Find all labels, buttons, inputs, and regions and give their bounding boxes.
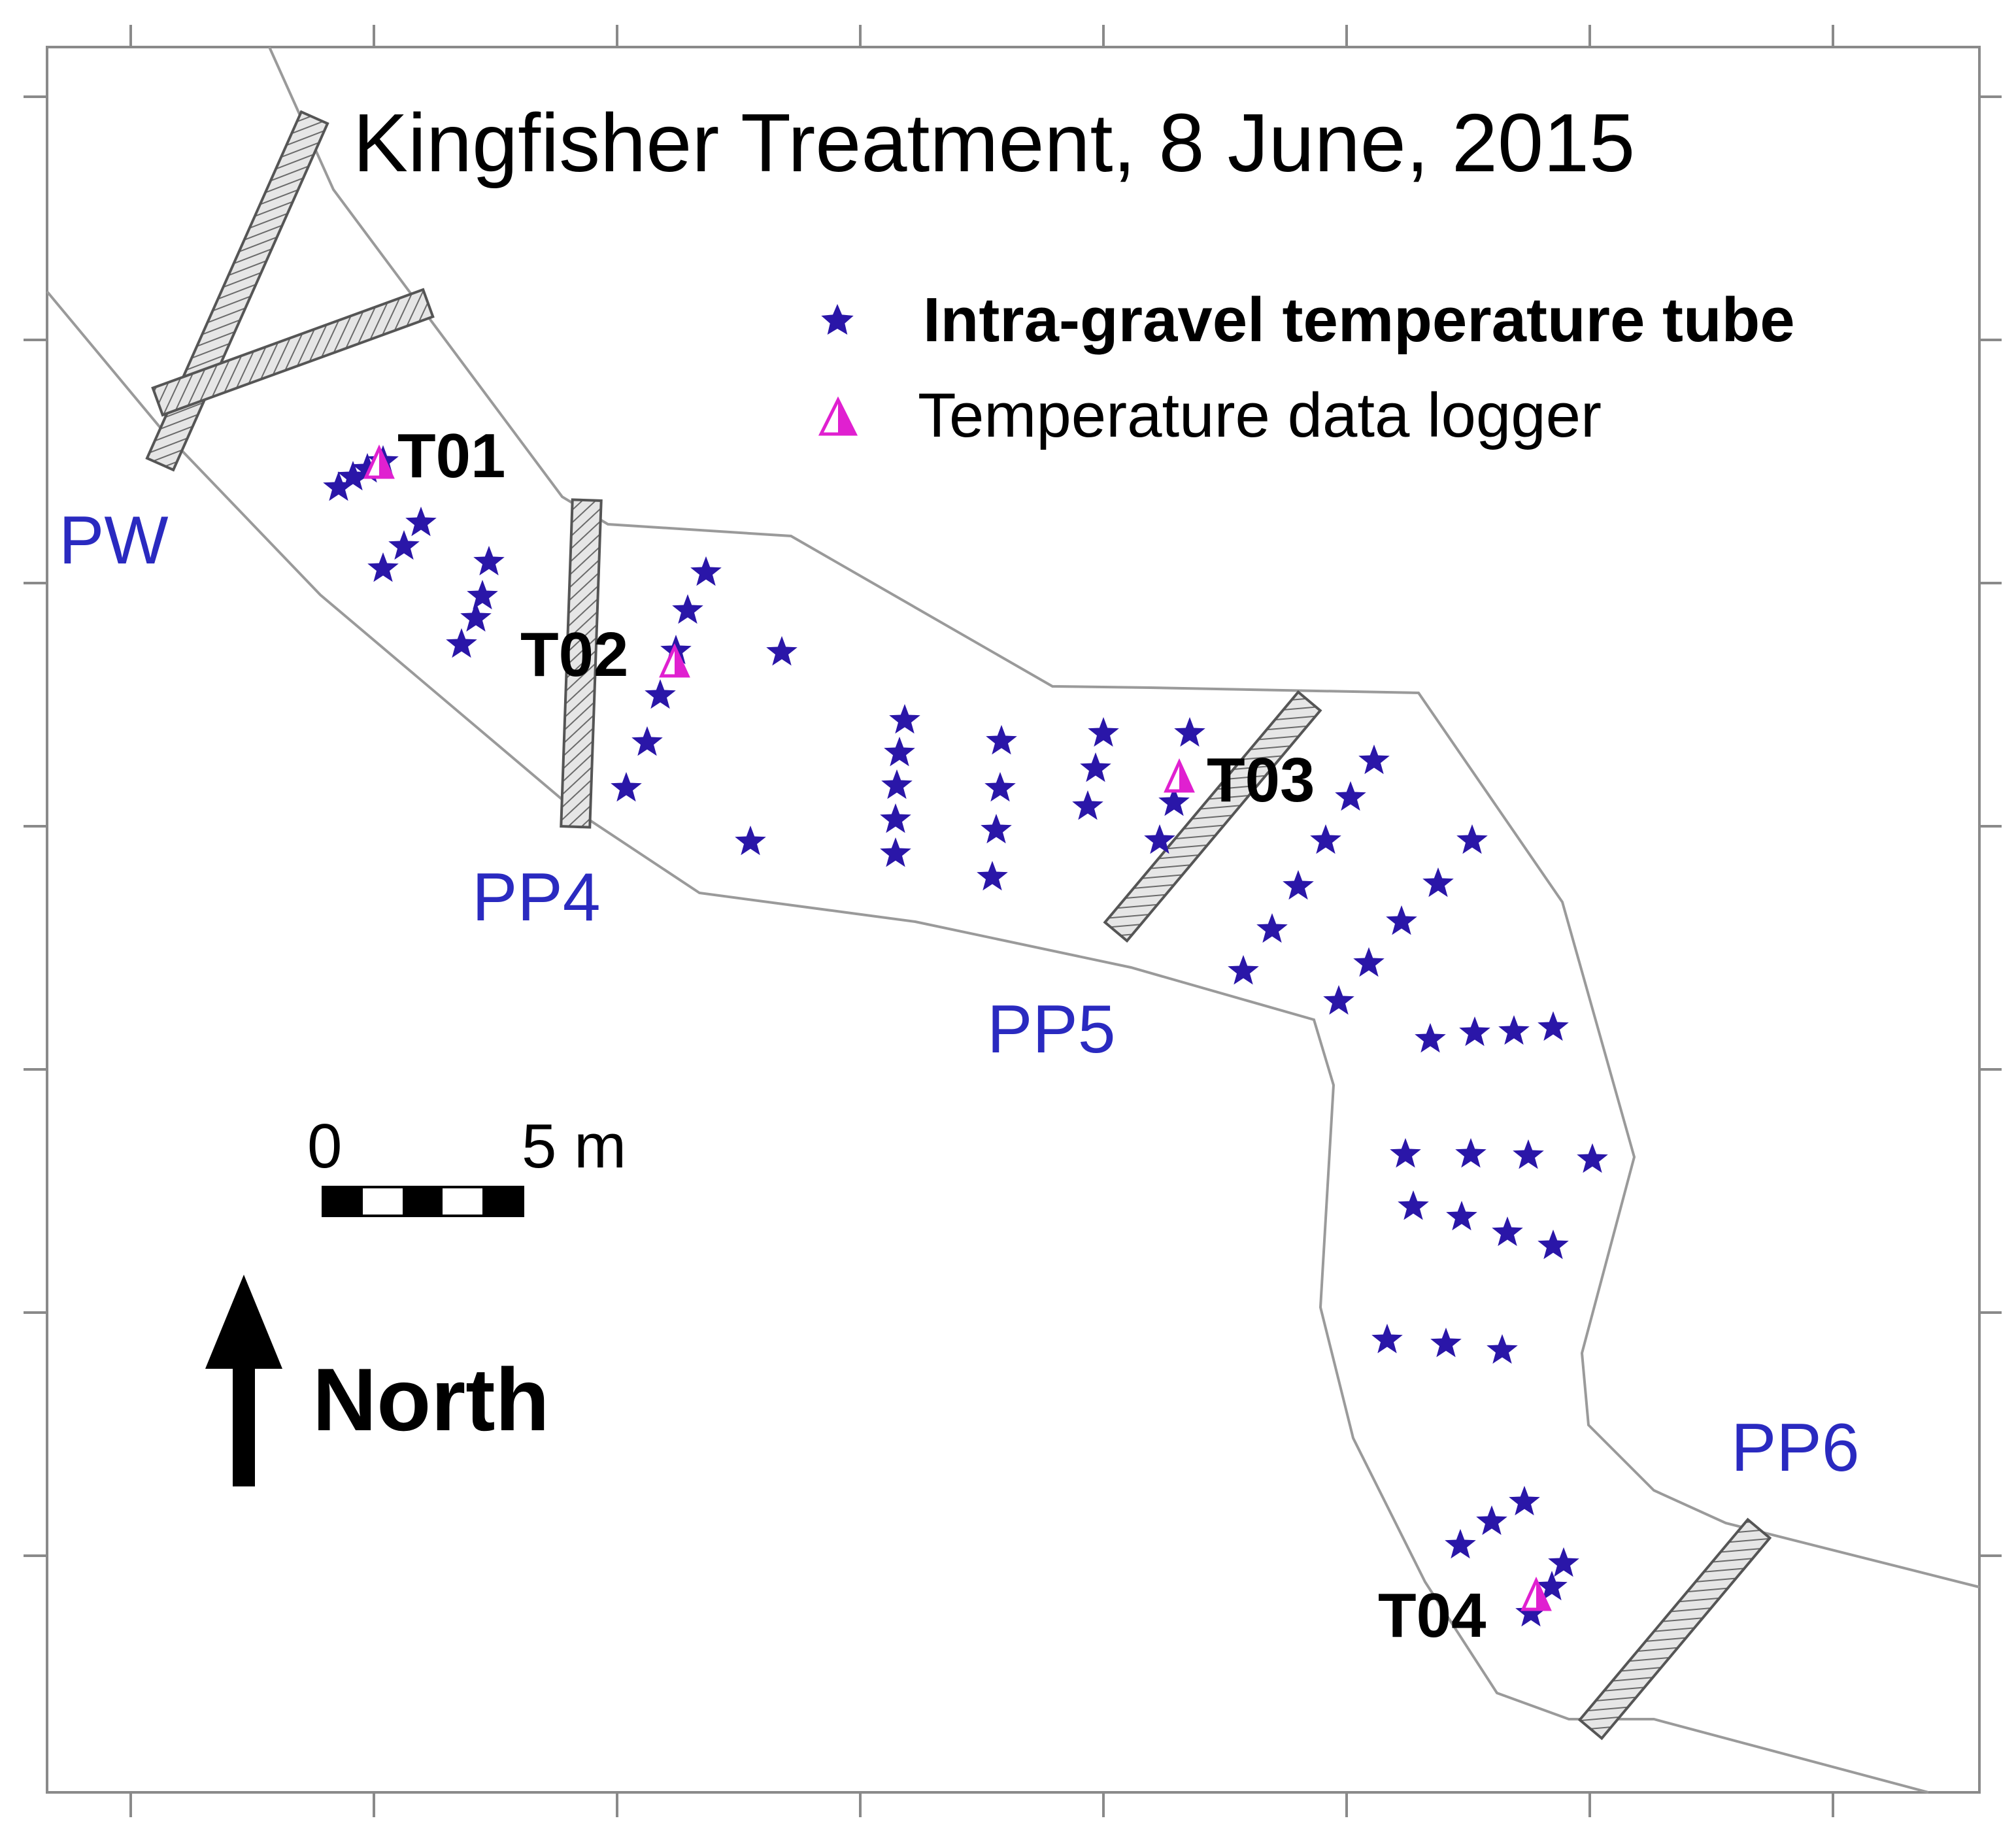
logger-t02-triangle-fill	[675, 647, 688, 676]
temperature-tube-star-icon	[473, 546, 505, 576]
temperature-tube-star-icon	[881, 769, 913, 799]
pool-label-pp4: PP4	[472, 860, 601, 935]
temperature-tube-star-icon	[884, 737, 915, 767]
cross-section-pp5	[1103, 690, 1322, 943]
cross-section-pp6	[1577, 1517, 1772, 1741]
cross-section-pw	[151, 288, 435, 417]
temperature-tubes	[323, 445, 1608, 1627]
temperature-tube-star-icon	[1358, 745, 1390, 775]
temperature-tube-star-icon	[1509, 1486, 1540, 1516]
cross-section-pp4	[560, 498, 603, 829]
temperature-tube-star-icon	[1158, 786, 1190, 816]
north-arrow-icon	[205, 1275, 282, 1486]
temperature-tube-star-icon	[1080, 752, 1111, 782]
temperature-tube-star-icon	[766, 636, 798, 666]
temperature-tube-star-icon	[1548, 1547, 1579, 1577]
temperature-tube-star-icon	[1323, 985, 1354, 1015]
temperature-tube-star-icon	[1455, 1138, 1487, 1168]
temperature-tube-star-icon	[1459, 1016, 1490, 1047]
temperature-tube-star-icon	[1144, 824, 1175, 854]
channel-south-bank	[46, 290, 1929, 1794]
legend: Intra-gravel temperature tube Temperatur…	[818, 285, 1795, 450]
temperature-tube-star-icon	[1174, 717, 1205, 747]
logger-label-t02: T02	[520, 620, 628, 690]
temperature-tube-star-icon	[1476, 1505, 1507, 1535]
logger-label-t03: T03	[1207, 745, 1315, 815]
north-label: North	[312, 1350, 550, 1449]
temperature-tube-star-icon	[1386, 905, 1417, 935]
logger-t03-triangle-fill	[1179, 762, 1192, 791]
temperature-tube-star-icon	[672, 594, 703, 624]
temperature-tube-star-icon	[1537, 1011, 1569, 1041]
scale-end-label: 5 m	[522, 1111, 626, 1181]
frame-ticks	[24, 25, 2002, 1817]
temperature-tube-star-icon	[446, 628, 477, 658]
scale-bar: 0 5 m	[307, 1111, 626, 1217]
pool-label-pp6: PP6	[1731, 1410, 1860, 1486]
temperature-tube-star-icon	[1513, 1139, 1544, 1169]
temperature-tube-star-icon	[467, 580, 498, 610]
temperature-tube-star-icon	[645, 679, 676, 709]
scale-start-label: 0	[307, 1111, 342, 1181]
temperature-tube-star-icon	[367, 552, 399, 582]
temperature-tube-star-icon	[405, 507, 437, 537]
temperature-tube-star-icon	[1456, 824, 1488, 854]
temperature-tube-star-icon	[1415, 1023, 1446, 1053]
cross-section-pw-diagonal	[145, 110, 329, 472]
map-frame	[46, 46, 1981, 1794]
temperature-tube-star-icon	[1492, 1216, 1523, 1247]
legend-star-icon	[821, 304, 854, 335]
temperature-tube-star-icon	[1398, 1190, 1429, 1220]
legend-tube-label: Intra-gravel temperature tube	[923, 285, 1795, 355]
pool-label-pw: PW	[59, 503, 169, 578]
temperature-tube-star-icon	[690, 556, 722, 586]
temperature-tube-star-icon	[1536, 1571, 1568, 1601]
temperature-tube-star-icon	[1256, 913, 1288, 943]
temperature-tube-star-icon	[337, 461, 369, 491]
temperature-tube-star-icon	[323, 471, 354, 501]
temperature-tube-star-icon	[1487, 1334, 1518, 1364]
temperature-tube-star-icon	[1430, 1328, 1462, 1358]
temperature-tube-star-icon	[611, 772, 642, 802]
temperature-tube-star-icon	[1335, 781, 1366, 811]
logger-t01-triangle-fill	[379, 448, 392, 477]
temperature-tube-star-icon	[1498, 1015, 1530, 1045]
temperature-tube-star-icon	[1446, 1201, 1477, 1231]
logger-label-t04: T04	[1378, 1581, 1486, 1651]
temperature-tube-star-icon	[1310, 824, 1341, 854]
legend-logger-label: Temperature data logger	[918, 380, 1602, 450]
temperature-tube-star-icon	[1353, 947, 1385, 977]
temperature-tube-star-icon	[889, 704, 920, 734]
temperature-tube-star-icon	[631, 726, 663, 756]
temperature-tube-star-icon	[1371, 1324, 1403, 1354]
temperature-tube-star-icon	[986, 725, 1017, 755]
temperature-tube-star-icon	[460, 602, 492, 632]
temperature-tube-star-icon	[880, 837, 911, 867]
temperature-tube-star-icon	[1072, 790, 1103, 820]
temperature-tube-star-icon	[1445, 1529, 1476, 1559]
temperature-tube-star-icon	[984, 772, 1016, 802]
legend-triangle-fill	[838, 400, 855, 434]
cross-sections	[145, 110, 1772, 1741]
pool-label-pp5: PP5	[987, 992, 1116, 1067]
temperature-tube-star-icon	[1422, 867, 1454, 897]
temperature-tube-star-icon	[1515, 1597, 1547, 1627]
map-title: Kingfisher Treatment, 8 June, 2015	[353, 97, 1635, 189]
temperature-tube-star-icon	[1537, 1230, 1569, 1260]
logger-t04-triangle-fill	[1536, 1581, 1549, 1609]
logger-label-t01: T01	[397, 421, 505, 491]
temperature-tube-star-icon	[1088, 717, 1119, 747]
temperature-tube-star-icon	[981, 814, 1012, 844]
temperature-tube-star-icon	[1283, 870, 1314, 900]
temperature-tube-star-icon	[388, 530, 420, 560]
temperature-tube-star-icon	[352, 453, 383, 483]
data-loggers	[363, 444, 1552, 1611]
temperature-tube-star-icon	[1577, 1143, 1608, 1173]
temperature-tube-star-icon	[1390, 1138, 1421, 1168]
temperature-tube-star-icon	[735, 826, 766, 856]
temperature-tube-star-icon	[977, 861, 1008, 891]
temperature-tube-star-icon	[880, 803, 911, 833]
temperature-tube-star-icon	[1228, 955, 1259, 985]
